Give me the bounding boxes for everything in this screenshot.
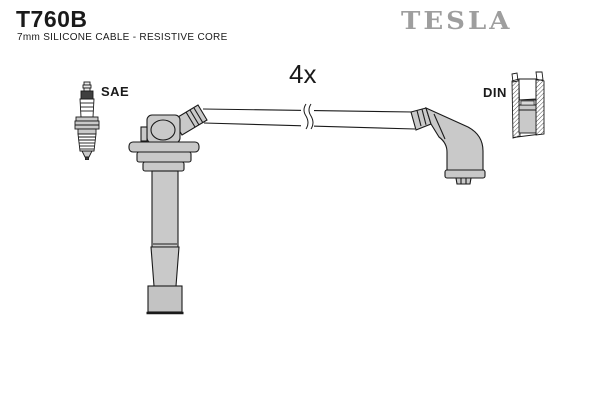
part-number: T760B	[16, 6, 88, 32]
din-cavity	[518, 78, 537, 101]
tesla-logo: TESLA	[401, 7, 513, 36]
plug-dark-band	[80, 90, 94, 100]
din-terminal-cross-section-icon	[511, 71, 545, 139]
coil-on-plug-boot-drawing	[128, 104, 208, 315]
din-inner-contact	[518, 99, 537, 134]
boot-flange	[128, 141, 200, 153]
boot-base-flange	[444, 169, 486, 179]
boot-elbow-body	[425, 106, 484, 171]
spark-plug-parts	[74, 81, 100, 160]
plug-insulator	[79, 98, 95, 118]
din-standard-label: DIN	[483, 85, 507, 100]
spark-plug-icon	[74, 81, 100, 160]
din-wall-left	[511, 78, 521, 139]
boot-shaft	[151, 170, 179, 248]
sae-standard-label: SAE	[101, 84, 130, 99]
din-wall-right	[535, 78, 545, 136]
quantity-label: 4x	[289, 59, 317, 89]
plug-threads	[77, 133, 97, 152]
angled-plug-boot-drawing	[410, 106, 486, 185]
ignition-cable-drawing	[128, 103, 486, 315]
boot-tip	[147, 285, 183, 313]
cable-spec-subtitle: 7mm SILICONE CABLE - RESISTIVE CORE	[17, 32, 228, 43]
cable-break-symbol	[301, 103, 314, 130]
